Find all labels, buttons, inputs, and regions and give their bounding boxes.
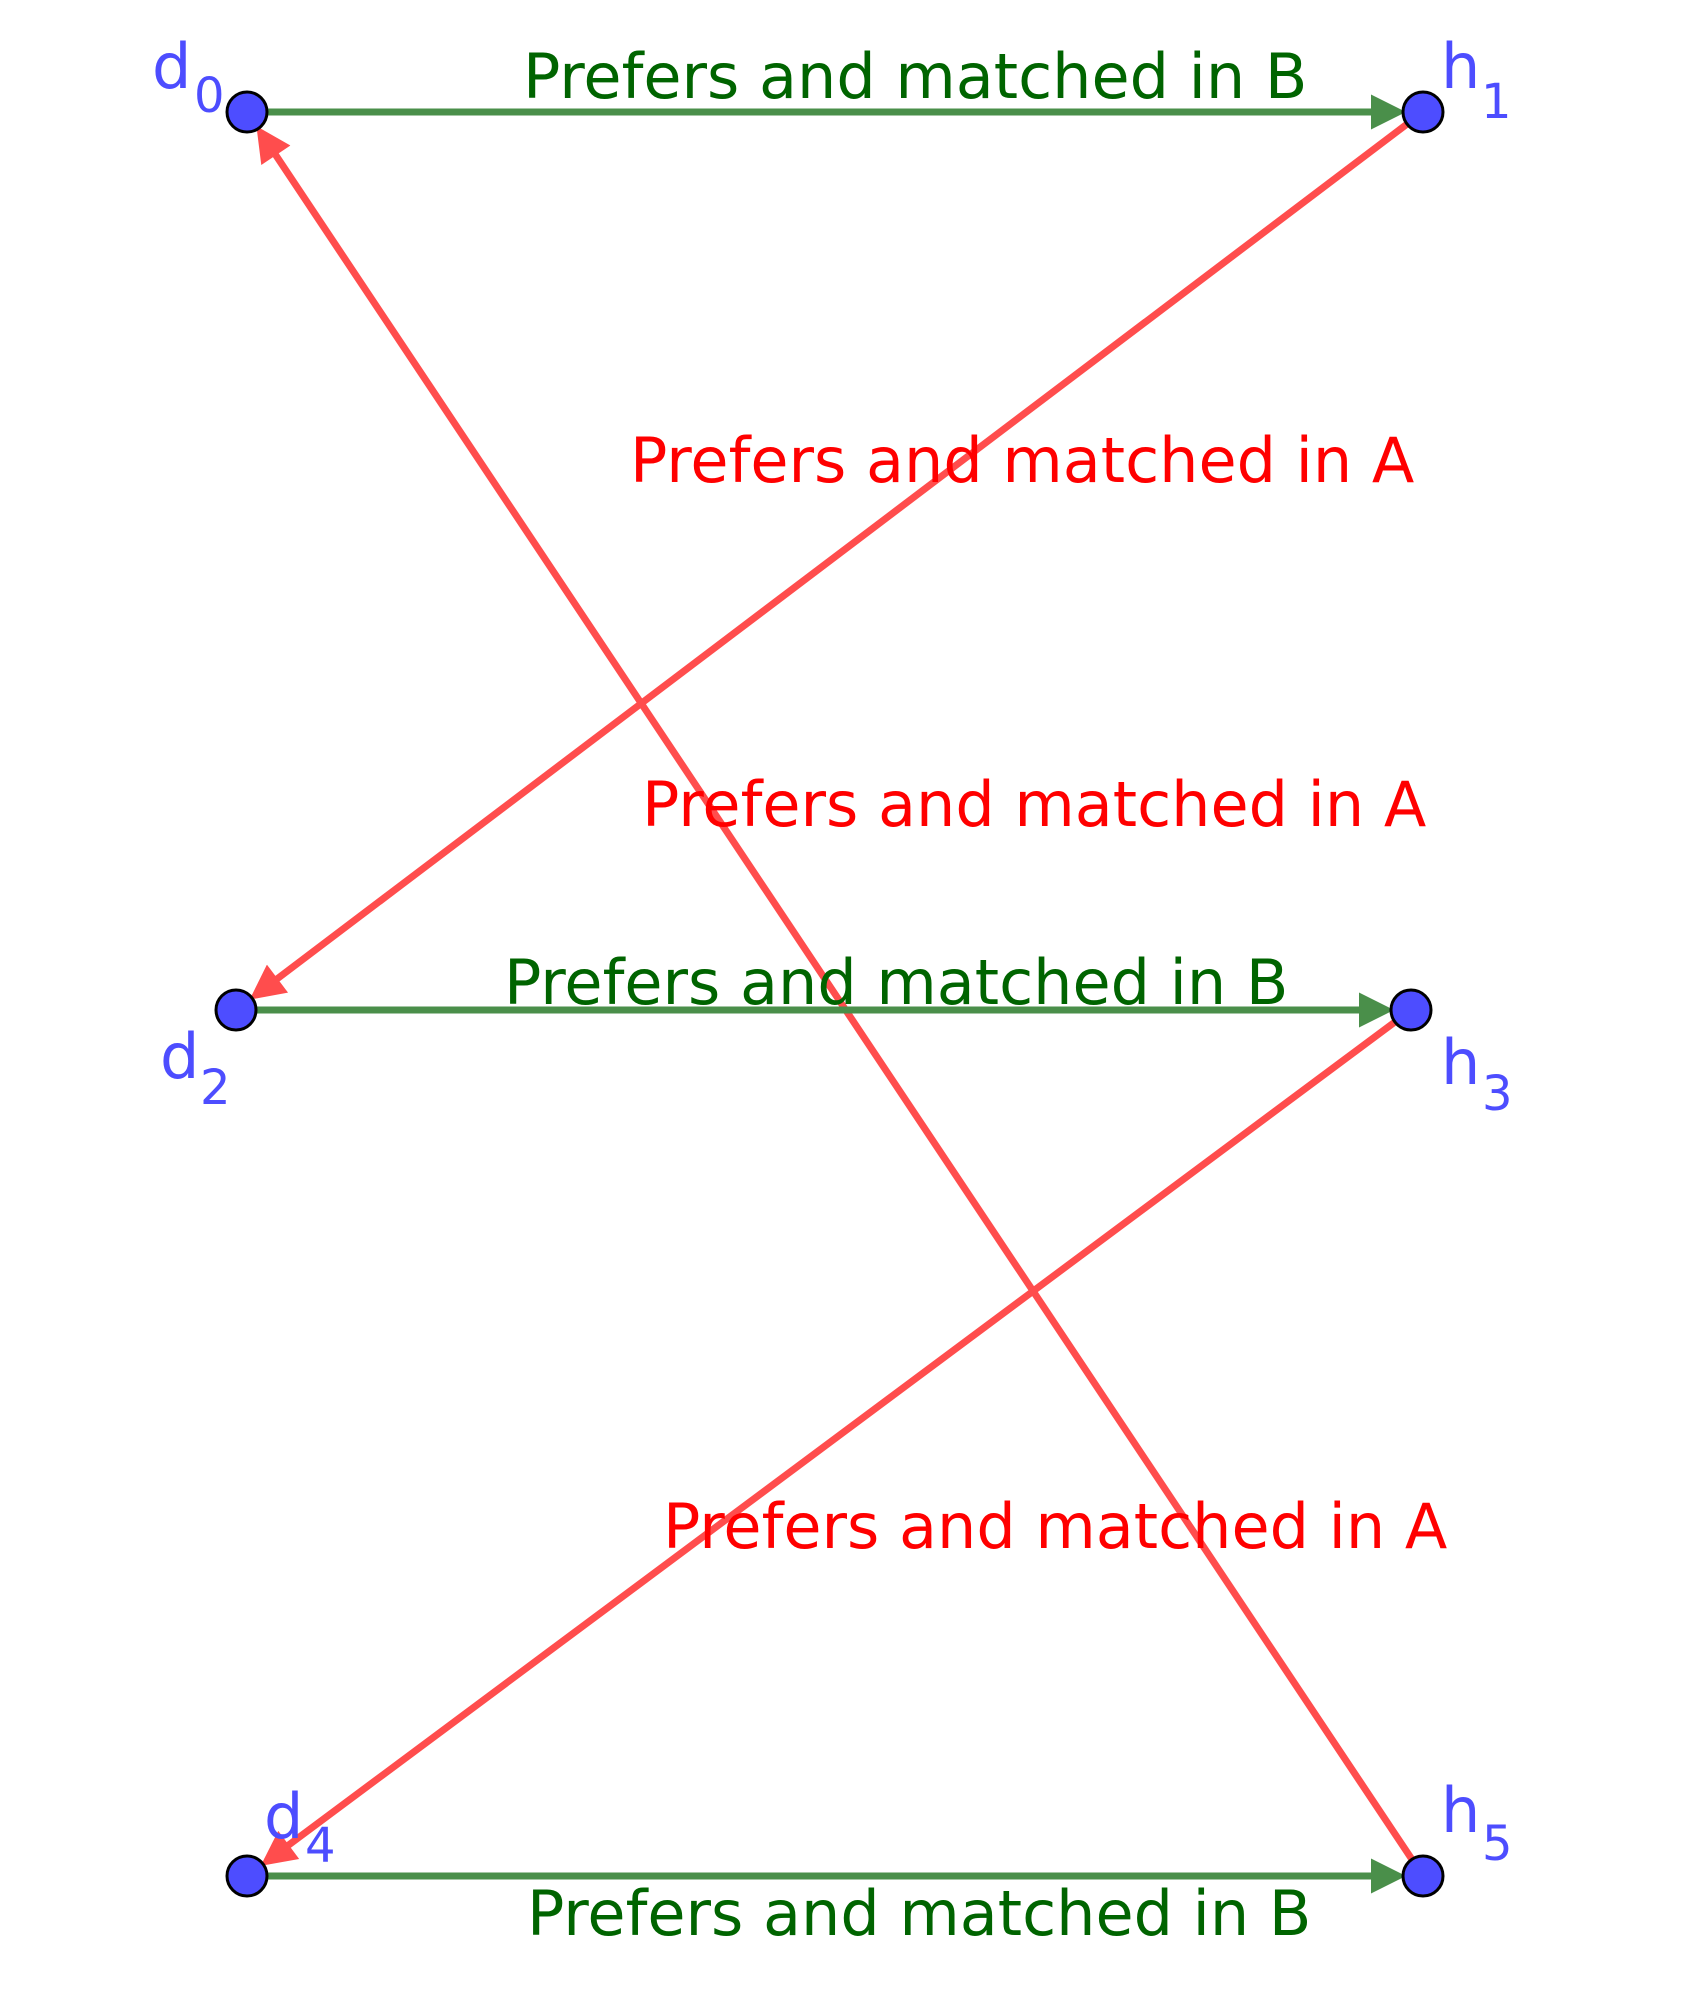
node-label-d2: d [160,1020,199,1093]
node-d2 [214,988,258,1032]
node-label-h1: h [1441,30,1480,103]
node-index-h3: 3 [1482,1066,1513,1122]
node-h1 [1401,90,1445,134]
edge-h1-d2 [249,121,1410,1000]
node-index-d0: 0 [194,68,225,124]
edge-label-h3-d4: Prefers and matched in A [663,1490,1447,1563]
node-label-h5: h [1441,1774,1480,1847]
edge-label-d0-h1: Prefers and matched in B [523,40,1307,113]
edges-layer [249,94,1415,1894]
node-index-h1: 1 [1481,74,1512,130]
edge-labels-layer: Prefers and matched in B Prefers and matc… [504,40,1447,1950]
node-d4 [225,1854,269,1898]
edge-label-h5-d0: Prefers and matched in A [642,768,1426,841]
edge-label-d2-h3: Prefers and matched in B [504,946,1288,1019]
node-index-h5: 5 [1482,1816,1513,1872]
node-index-d4: 4 [305,1818,336,1874]
node-h3 [1389,988,1433,1032]
node-label-d0: d [152,30,191,103]
edge-h3-d4 [260,1019,1398,1866]
edge-h5-d0 [256,126,1415,1862]
edge-label-h1-d2: Prefers and matched in A [630,424,1414,497]
node-d0 [225,90,269,134]
node-index-d2: 2 [200,1060,231,1116]
node-label-h3: h [1441,1026,1480,1099]
edge-label-d4-h5: Prefers and matched in B [527,1877,1311,1950]
node-h5 [1401,1854,1445,1898]
node-label-d4: d [264,1780,303,1853]
